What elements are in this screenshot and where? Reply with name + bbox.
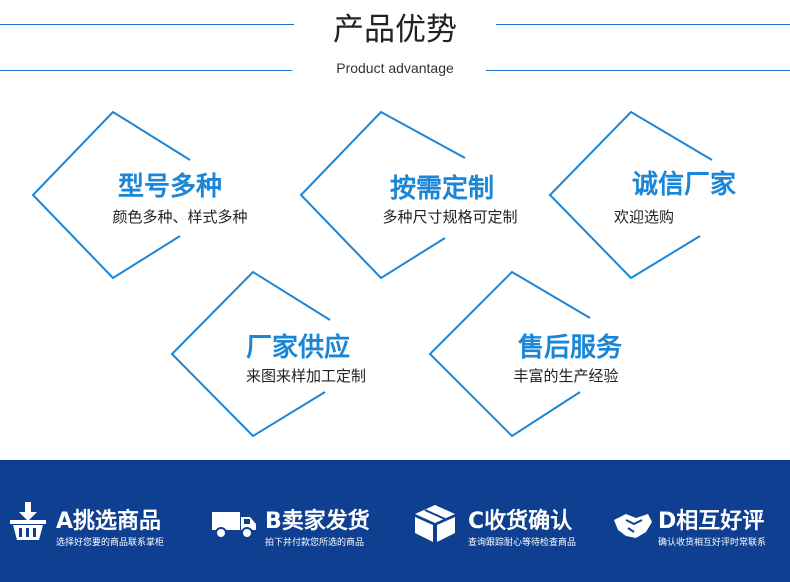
step-title-3: C收货确认: [468, 509, 573, 534]
feature-subtitle-5: 丰富的生产经验: [513, 367, 619, 385]
step-subtitle-2: 拍下并付款您所选的商品: [265, 538, 365, 548]
header-rule-top-right: [496, 24, 790, 25]
feature-subtitle-3: 欢迎选购: [613, 208, 674, 226]
header-rule-bottom-right: [486, 70, 790, 71]
page-title: 产品优势: [333, 12, 457, 48]
diamond-frame-4: [170, 270, 331, 438]
page-subtitle: Product advantage: [336, 60, 454, 76]
step-subtitle-1: 选择好您要的商品联系掌柜: [56, 538, 165, 548]
package-icon: [415, 505, 455, 542]
diamond-frames: [31, 110, 713, 438]
step-title-4: D相互好评: [658, 509, 765, 534]
diamond-frame-1: [31, 110, 191, 280]
step-subtitle-3: 查询跟踪耐心等待检查商品: [468, 538, 577, 548]
feature-subtitle-1: 颜色多种、样式多种: [112, 208, 248, 226]
header-rule-bottom-left: [0, 70, 292, 71]
step-subtitle-4: 确认收货相互好评时常联系: [658, 538, 767, 548]
diamond-frame-5: [428, 270, 591, 438]
step-title-1: A挑选商品: [56, 509, 162, 534]
basket-icon: [10, 502, 46, 540]
feature-subtitle-2: 多种尺寸规格可定制: [382, 208, 518, 226]
feature-title-4: 厂家供应: [245, 333, 350, 363]
feature-title-1: 型号多种: [117, 172, 222, 202]
diamond-frame-3: [548, 110, 713, 280]
feature-subtitle-4: 来图来样加工定制: [245, 367, 366, 385]
step-title-2: B卖家发货: [265, 509, 370, 534]
process-band: [0, 460, 790, 582]
feature-title-2: 按需定制: [389, 174, 494, 204]
feature-title-5: 售后服务: [517, 333, 622, 363]
feature-title-3: 诚信厂家: [631, 170, 736, 200]
handshake-icon: [614, 514, 652, 538]
diamond-frame-2: [299, 110, 466, 280]
truck-icon: [212, 512, 256, 539]
header-rule-top-left: [0, 24, 294, 25]
